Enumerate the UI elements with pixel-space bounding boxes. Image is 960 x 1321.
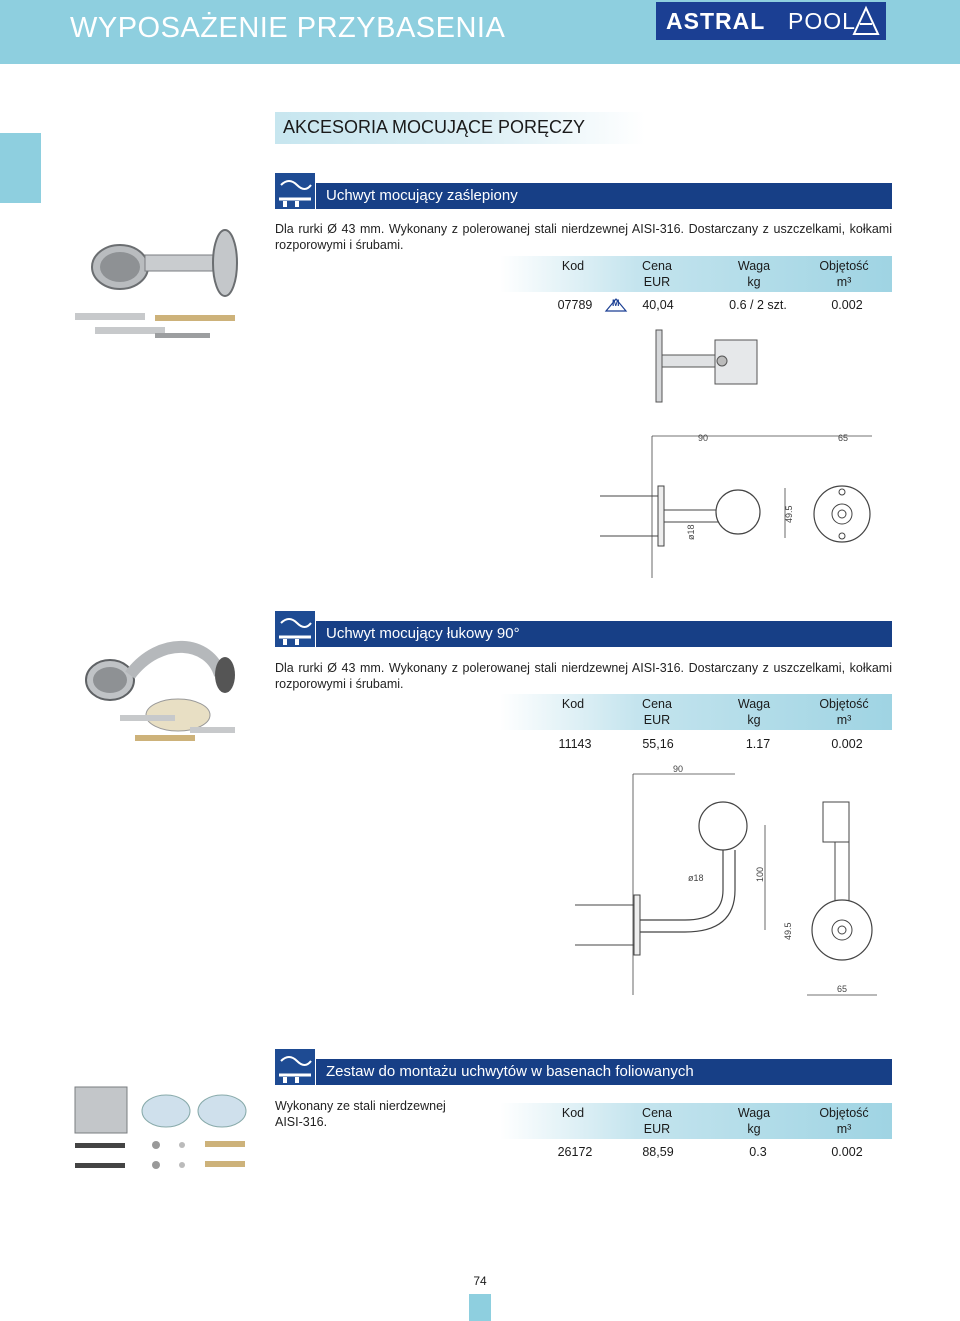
product-description: Dla rurki Ø 43 mm. Wykonany z polerowane… (275, 661, 892, 691)
product-category-icon (275, 1049, 315, 1085)
product-description: Dla rurki Ø 43 mm. Wykonany z polerowane… (275, 222, 892, 252)
page-title: WYPOSAŻENIE PRZYBASENIA (70, 12, 506, 44)
product-code: 07789 (557, 298, 593, 312)
product-price: 55,16 (642, 737, 674, 751)
svg-text:65: 65 (838, 433, 848, 443)
product-side-view (655, 329, 758, 403)
product-description: Wykonany ze stali nierdzewnej AISI-316. (275, 1099, 446, 1129)
svg-text:49.5: 49.5 (783, 922, 793, 940)
product-category-icon (275, 611, 315, 647)
product-title-bar: Uchwyt mocujący łukowy 90° (316, 621, 892, 647)
product-price: 40,04 (642, 298, 674, 312)
product-photo (74, 1086, 247, 1169)
product-weight: 1.17 (745, 737, 771, 751)
brand-logo: ASTRAL POOL (656, 2, 886, 40)
svg-text:90: 90 (673, 764, 683, 774)
svg-text:ø18: ø18 (686, 524, 696, 540)
side-tab (0, 133, 41, 203)
table-header: Kod Cena EUR Waga kg Objętość m³ (500, 256, 892, 292)
section-heading: AKCESORIA MOCUJĄCE PORĘCZY (275, 112, 645, 144)
product-volume: 0.002 (831, 298, 863, 312)
page-tab (469, 1294, 491, 1321)
product-title-bar: Uchwyt mocujący zaślepiony (316, 183, 892, 209)
product-weight: 0.6 / 2 szt. (729, 298, 787, 312)
technical-drawing: 90 65 ø18 49.5 (600, 433, 872, 578)
table-header: Kod Cena EUR Waga kg Objętość m³ (500, 1103, 892, 1139)
logo-mark-icon (852, 5, 880, 35)
product-photo (85, 640, 235, 741)
svg-text:100: 100 (755, 867, 765, 882)
svg-text:90: 90 (698, 433, 708, 443)
technical-drawing: 90 ø18 100 49.5 65 (575, 764, 877, 996)
table-header: Kod Cena EUR Waga kg Objętość m³ (500, 694, 892, 730)
product-photo (75, 229, 238, 338)
svg-text:49.5: 49.5 (784, 505, 794, 523)
product-code: 11143 (558, 737, 592, 751)
product-volume: 0.002 (831, 737, 863, 751)
badge-icon: M (604, 298, 628, 312)
product-title-bar: Zestaw do montażu uchwytów w basenach fo… (316, 1059, 892, 1085)
product-price: 88,59 (642, 1145, 674, 1159)
product-weight: 0.3 (749, 1145, 767, 1159)
product-category-icon (275, 173, 315, 209)
page-number: 74 (473, 1274, 487, 1288)
product-volume: 0.002 (831, 1145, 863, 1159)
svg-text:ø18: ø18 (688, 873, 704, 883)
svg-text:65: 65 (837, 984, 847, 994)
product-code: 26172 (557, 1145, 593, 1159)
